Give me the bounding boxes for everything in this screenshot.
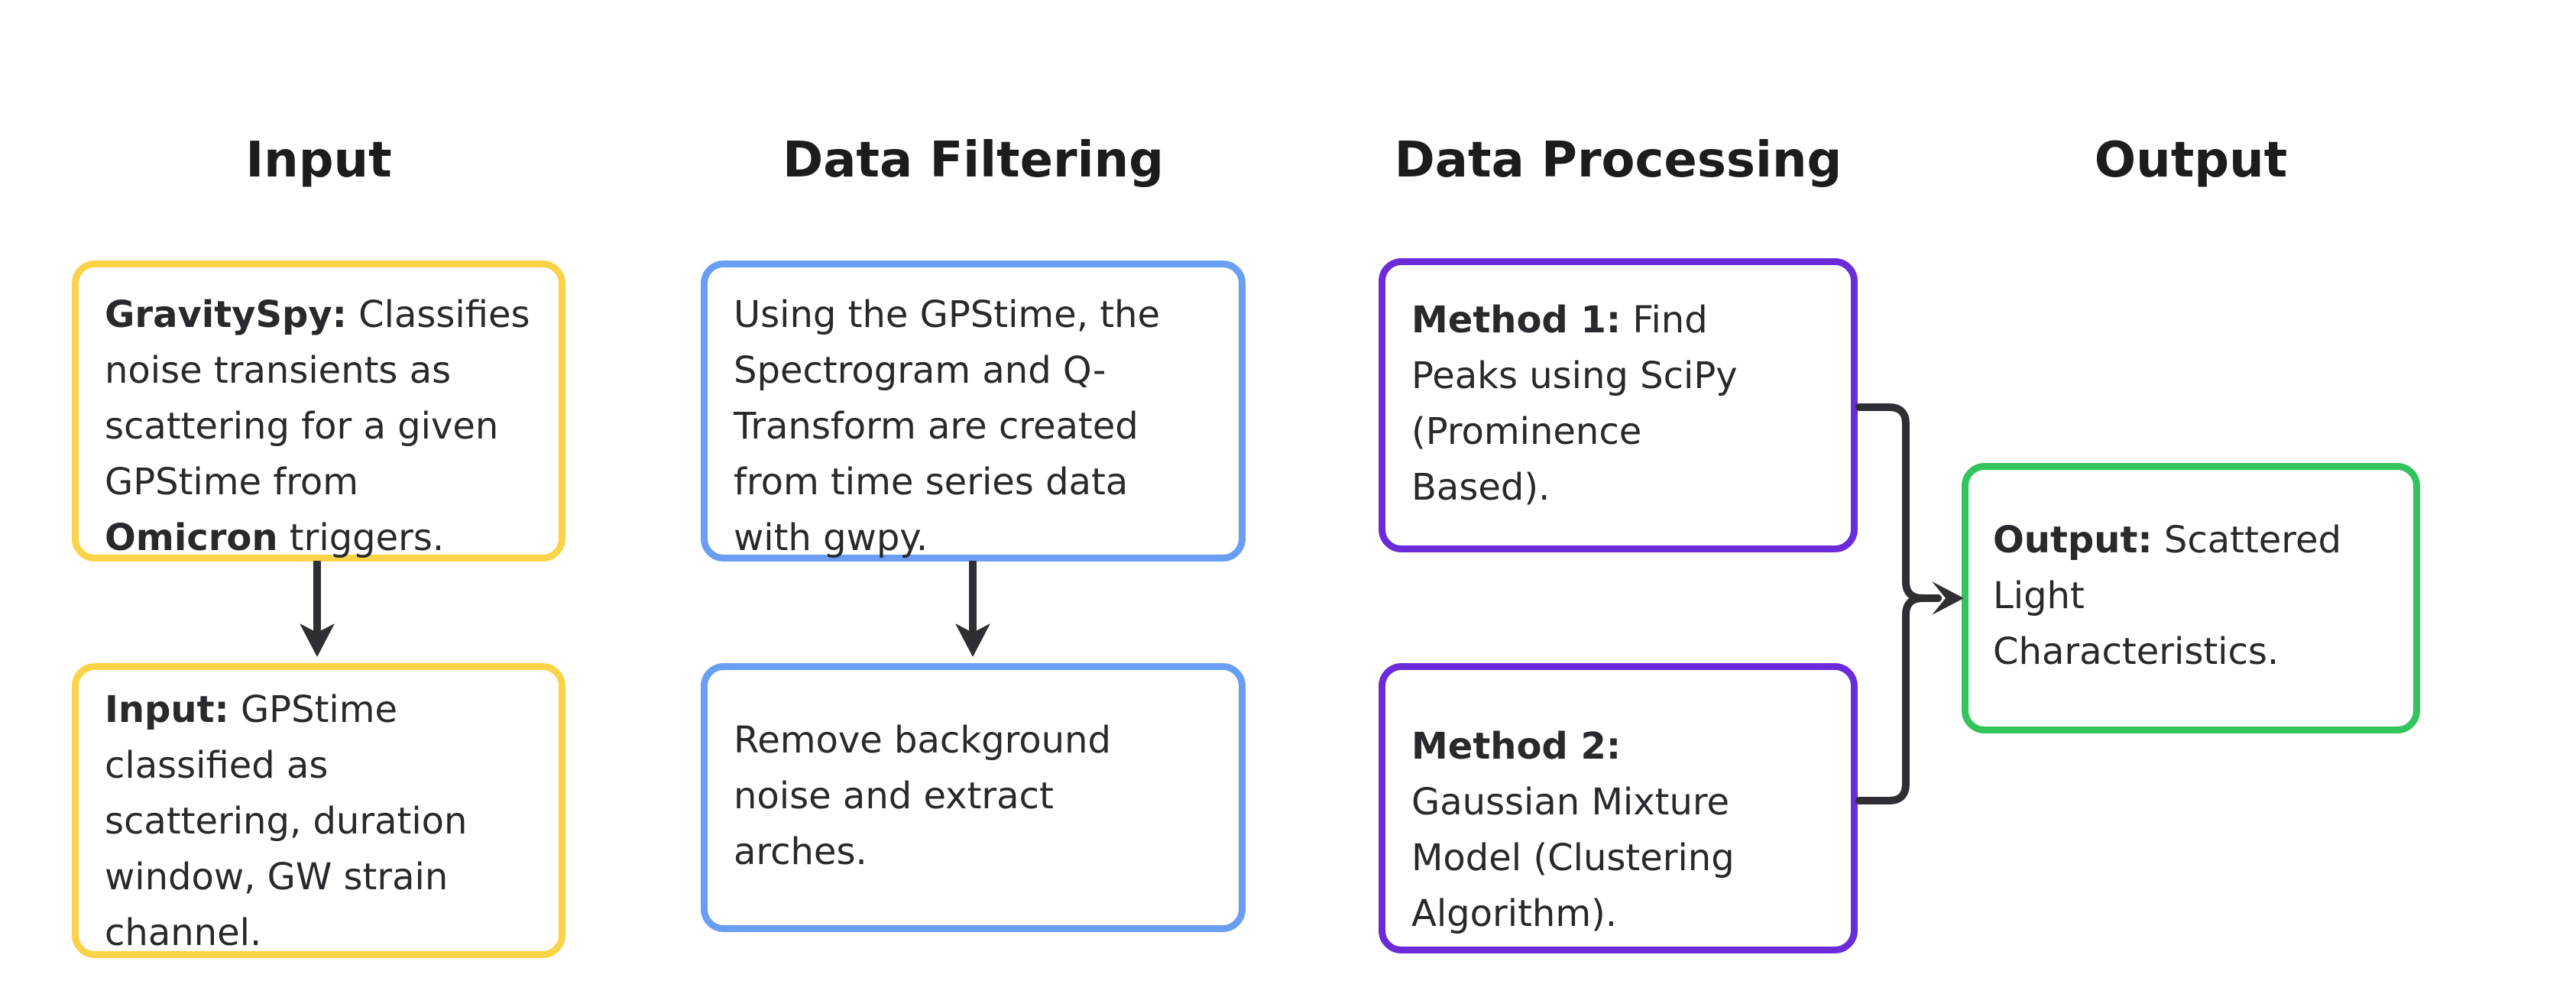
text-line: Method 2:	[1411, 719, 1843, 775]
text-line: arches.	[734, 824, 1231, 880]
text-line: from time series data	[734, 455, 1231, 510]
bold-text-segment: Output:	[1993, 519, 2153, 562]
column-header-output: Output	[2094, 132, 2288, 189]
text-segment: Light	[1993, 575, 2085, 617]
text-segment: (Prominence	[1411, 410, 1642, 453]
input-box: Input: GPStime classified as scattering, d…	[72, 663, 565, 958]
text-line: Characteristics.	[1993, 624, 2406, 680]
text-segment: Scattered	[2152, 519, 2341, 562]
bold-text-segment: Method 2:	[1411, 725, 1622, 768]
text-line: channel.	[105, 905, 551, 961]
text-line: Light	[1993, 568, 2406, 624]
text-segment: noise and extract	[734, 775, 1054, 817]
gravityspy-box: GravitySpy: Classifies noise transients a…	[72, 261, 565, 562]
text-segment: Peaks using SciPy	[1411, 354, 1738, 397]
bold-text-segment: GravitySpy:	[105, 293, 347, 336]
text-segment: Gaussian Mixture	[1411, 781, 1730, 824]
text-segment: scattering for a given	[105, 405, 499, 448]
text-line: Remove background	[734, 713, 1231, 769]
text-segment: Find	[1621, 299, 1708, 341]
text-line: noise and extract	[734, 769, 1231, 824]
down-arrow-icon	[300, 561, 335, 657]
text-line: scattering, duration	[105, 794, 551, 850]
bold-text-segment: Omicron	[105, 516, 278, 559]
text-line: Gaussian Mixture	[1411, 775, 1843, 830]
text-segment: GPStime	[228, 688, 398, 731]
text-line: Spectrogram and Q-	[734, 343, 1231, 399]
arrow-head	[300, 623, 335, 657]
text-segment: Using the GPStime, the	[734, 293, 1160, 336]
text-line: Method 1: Find	[1411, 293, 1843, 348]
text-segment: Spectrogram and Q-	[734, 349, 1107, 392]
text-line: scattering for a given	[105, 399, 551, 455]
text-segment: with gwpy.	[734, 516, 928, 559]
text-line: (Prominence	[1411, 404, 1843, 460]
text-segment: Algorithm).	[1411, 892, 1618, 935]
text-segment: Model (Clustering	[1411, 837, 1735, 879]
text-segment: Characteristics.	[1993, 630, 2280, 673]
column-header-data-filtering: Data Filtering	[783, 132, 1164, 189]
text-segment: Classifies	[346, 293, 530, 336]
merge-arrow-connector	[1855, 403, 1964, 804]
text-line: noise transients as	[105, 343, 551, 399]
text-line: window, GW strain	[105, 850, 551, 905]
down-arrow-icon	[955, 561, 990, 657]
text-segment: Based).	[1411, 466, 1550, 509]
text-line: Peaks using SciPy	[1411, 348, 1843, 404]
text-line: Using the GPStime, the	[734, 287, 1231, 343]
text-segment: from time series data	[734, 461, 1129, 503]
arrow-head	[955, 623, 990, 657]
bold-text-segment: Input:	[105, 688, 229, 731]
text-line: Input: GPStime	[105, 682, 551, 738]
bold-text-segment: Method 1:	[1411, 299, 1622, 341]
text-line: GPStime from	[105, 455, 551, 510]
text-segment: GPStime from	[105, 461, 359, 503]
text-segment: Transform are created	[734, 405, 1139, 448]
text-line: Based).	[1411, 460, 1843, 516]
text-segment: channel.	[105, 911, 262, 954]
text-segment: triggers.	[277, 516, 445, 559]
text-segment: arches.	[734, 830, 867, 873]
text-line: classified as	[105, 738, 551, 794]
text-segment: classified as	[105, 744, 329, 787]
text-line: with gwpy.	[734, 510, 1231, 566]
text-segment: noise transients as	[105, 349, 452, 392]
column-header-input: Input	[245, 132, 392, 189]
text-line: Model (Clustering	[1411, 830, 1843, 886]
arrow-head	[1932, 581, 1964, 615]
text-line: GravitySpy: Classifies	[105, 287, 551, 343]
text-line: Omicron triggers.	[105, 510, 551, 566]
method1-branch-line	[1855, 403, 1942, 602]
text-segment: window, GW strain	[105, 856, 449, 898]
text-segment: Remove background	[734, 719, 1111, 762]
noise-removal-box: Remove background noise and extract arches…	[701, 663, 1246, 932]
text-line: Transform are created	[734, 399, 1231, 455]
column-header-data-processing: Data Processing	[1394, 132, 1842, 189]
method2-branch-line	[1855, 594, 1942, 804]
text-line: Output: Scattered	[1993, 513, 2406, 568]
text-segment: scattering, duration	[105, 800, 468, 843]
text-line: Algorithm).	[1411, 886, 1843, 942]
